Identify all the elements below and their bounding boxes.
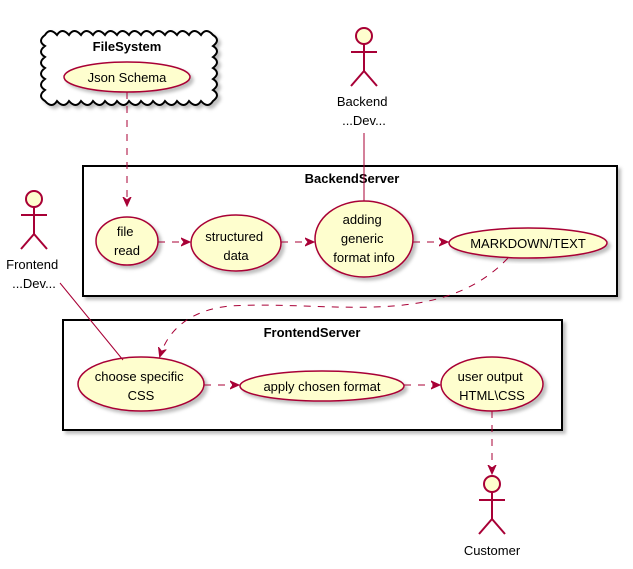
backend-server-frame: BackendServer file read structured data … [82, 165, 618, 297]
usecase-markdown-text-label: MARKDOWN/TEXT [470, 236, 586, 251]
actor-customer-head [483, 475, 501, 493]
frontend-server-frame: FrontendServer choose specific CSS apply… [62, 319, 563, 431]
usecase-structured-data [190, 214, 282, 272]
actor-frontend-dev: Frontend ...Dev... [6, 190, 62, 291]
usecase-choose-specific-css [77, 356, 205, 412]
usecase-user-output-label: user output HTML\CSS [458, 369, 527, 403]
filesystem-cloud: FileSystem Json Schema [40, 30, 218, 106]
backend-server-title: BackendServer [305, 171, 400, 186]
filesystem-title: FileSystem [93, 39, 162, 54]
actor-frontend-head [25, 190, 43, 208]
actor-customer-label: Customer [464, 543, 521, 558]
actor-customer-body [478, 492, 506, 535]
connections [59, 92, 509, 473]
actor-backend-body [350, 44, 378, 87]
actor-frontend-label: Frontend ...Dev... [6, 257, 62, 291]
usecase-file-read-label: file read [114, 224, 140, 258]
usecase-structured-data-label: structured data [205, 229, 266, 263]
actor-backend-dev: Backend ...Dev... [337, 27, 391, 128]
actor-backend-label: Backend ...Dev... [337, 94, 391, 128]
usecase-apply-chosen-format-label: apply chosen format [263, 379, 380, 394]
usecase-json-schema-label: Json Schema [88, 70, 168, 85]
link-frontend-dev-to-choose-css [59, 282, 124, 361]
actor-backend-head [355, 27, 373, 45]
usecase-adding-generic-format-label: adding generic format info [333, 212, 394, 265]
usecase-markdown-text [448, 227, 608, 259]
arrow-markdown-to-choose-css [160, 257, 509, 356]
frontend-server-title: FrontendServer [264, 325, 361, 340]
actor-frontend-body [20, 207, 48, 250]
usecase-file-read [95, 216, 159, 266]
usecase-choose-specific-css-label: choose specific CSS [95, 369, 188, 403]
usecase-apply-chosen-format [239, 370, 405, 402]
actor-customer: Customer [464, 475, 521, 558]
